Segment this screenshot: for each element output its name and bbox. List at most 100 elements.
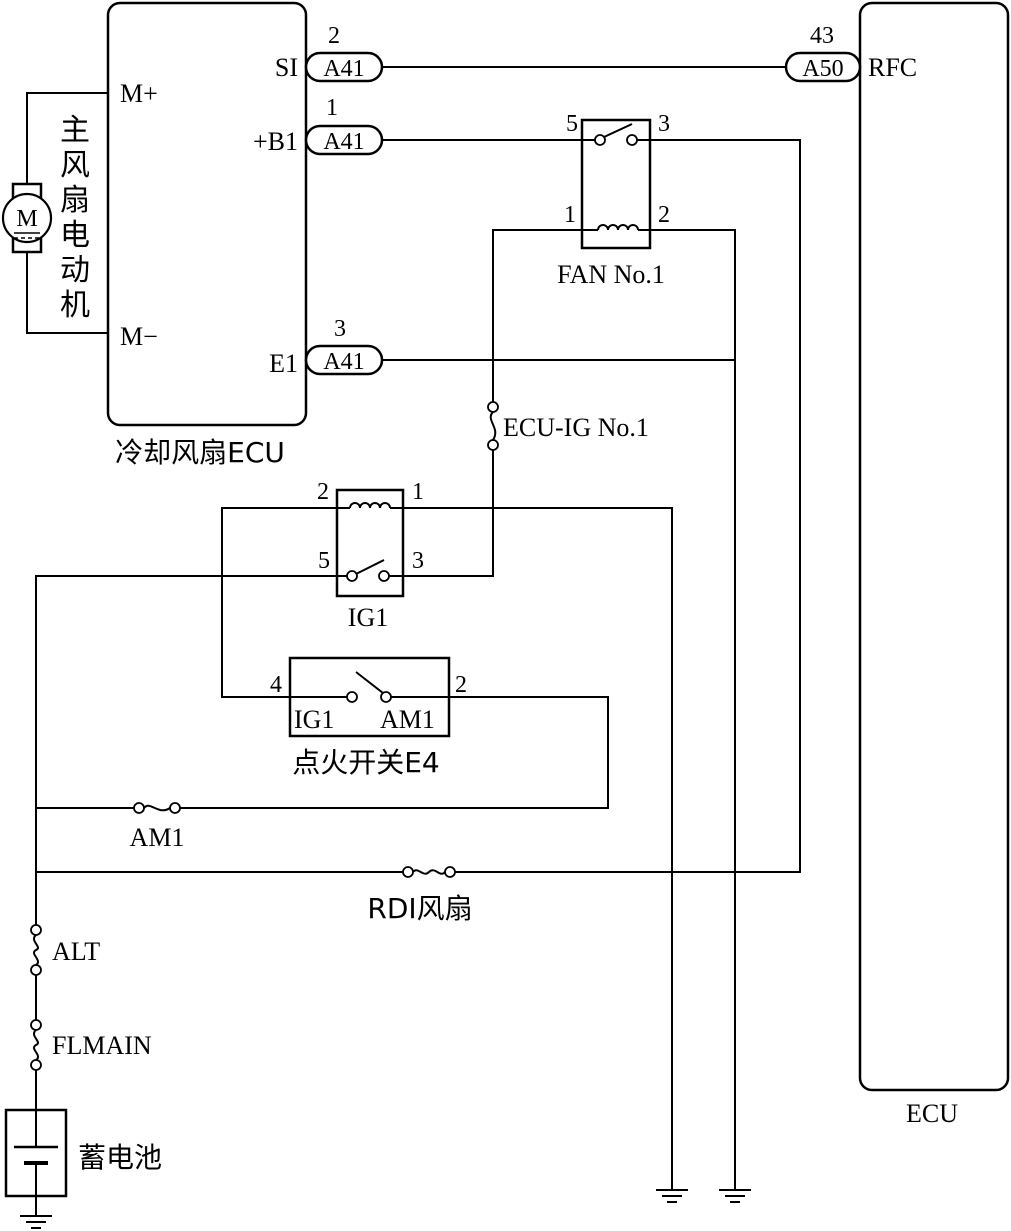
fan-motor-label: 主 风 扇 电 动 机	[60, 113, 100, 323]
relay-ig1-label: IG1	[348, 603, 388, 632]
fuse-ecu-ig-element	[489, 411, 497, 441]
fuse-ecu-ig-label: ECU-IG No.1	[503, 413, 649, 442]
wire-motor-m-minus	[26, 252, 108, 334]
relay-fan-contact-5	[594, 134, 606, 146]
connector-si-pin: 2	[328, 23, 340, 49]
relay-ig1-switch-arm	[355, 559, 385, 575]
fuse-flmain-end-bottom	[30, 1059, 42, 1071]
connector-rfc-code: A50	[802, 56, 843, 82]
wire-ig1coil-ground	[403, 507, 673, 1190]
wire-switch-am1	[180, 696, 609, 809]
connector-b1-shell	[304, 124, 384, 156]
ground-battery-icon	[20, 1215, 52, 1229]
fuse-ecu-ig-end-top	[487, 401, 499, 413]
fuse-alt-element	[33, 934, 39, 966]
fuse-am1-label: AM1	[130, 823, 185, 852]
connector-si-code: A41	[323, 56, 364, 82]
fuse-alt-end-top	[30, 924, 42, 936]
relay-fan-pin-5: 5	[566, 111, 578, 137]
connector-e1-shell	[304, 344, 384, 376]
relay-ig1-pin-5: 5	[318, 548, 330, 574]
fuse-flmain: FLMAIN	[30, 1019, 152, 1071]
fan-motor: M 主 风 扇 电 动 机	[1, 113, 100, 323]
wire-coil1-fuse	[492, 229, 582, 402]
fan-motor-label-line: 扇	[60, 183, 90, 218]
relay-ig1-pin-3: 3	[412, 548, 424, 574]
relay-fan-contact-3	[626, 134, 638, 146]
fuse-ecu-ig: ECU-IG No.1	[487, 401, 649, 451]
ignition-switch-arm	[355, 671, 384, 694]
cooling-fan-ecu: M+ M− SI +B1 E1 冷却风扇ECU	[106, 1, 308, 469]
wire-motor-m-plus	[26, 92, 108, 184]
wire-ig1coil-switch	[221, 507, 337, 698]
terminal-m-minus: M−	[120, 322, 158, 351]
fuse-ecu-ig-end-bottom	[487, 439, 499, 451]
connector-rfc-shell	[784, 51, 862, 83]
connector-si-shell	[304, 51, 384, 83]
connector-b1: A41 1	[304, 95, 384, 156]
fuse-rdi-end-right	[444, 866, 456, 878]
motor-symbol: M	[16, 206, 37, 232]
fuse-flmain-end-top	[30, 1019, 42, 1031]
fuse-flmain-label: FLMAIN	[52, 1031, 152, 1060]
terminal-m-plus: M+	[120, 79, 158, 108]
ignition-switch-terminal-am1: AM1	[380, 705, 435, 734]
relay-ig1-pin-2: 2	[317, 479, 329, 505]
relay-ig1-coil	[349, 502, 391, 509]
battery: 蓄电池	[4, 1108, 162, 1198]
fan-motor-label-line: 电	[60, 218, 90, 253]
connector-si: A41 2	[304, 23, 384, 83]
connector-b1-pin: 1	[326, 95, 338, 121]
fuse-am1-end-right	[169, 802, 181, 814]
fan-motor-label-line: 机	[60, 288, 90, 323]
relay-fan-coil	[597, 224, 639, 231]
fuse-rdi-label: RDI风扇	[367, 892, 472, 925]
wires	[26, 66, 801, 1216]
connector-rfc: A50 43	[784, 23, 862, 83]
fuse-rdi: RDI风扇	[367, 866, 473, 925]
fuse-alt-end-bottom	[30, 964, 42, 976]
ignition-switch-pin-4: 4	[270, 672, 282, 698]
fuse-am1-element	[143, 804, 171, 812]
fuse-alt: ALT	[30, 924, 100, 976]
wire-relay-rdi	[455, 139, 801, 873]
relay-fan-pin-3: 3	[658, 111, 670, 137]
fan-motor-label-line: 主	[60, 113, 90, 148]
fan-motor-label-line: 风	[60, 148, 90, 183]
motor-icon	[1, 192, 53, 244]
relay-fan-pin-2: 2	[658, 202, 670, 228]
fuse-am1-end-left	[133, 802, 145, 814]
fuse-am1: AM1	[130, 802, 185, 852]
fuse-rdi-end-left	[402, 866, 414, 878]
wire-coil2-ground	[650, 229, 736, 1190]
connector-e1-code: A41	[323, 349, 364, 375]
battery-label: 蓄电池	[78, 1141, 162, 1174]
cooling-fan-ecu-box	[106, 1, 308, 427]
main-ecu-box	[858, 1, 1010, 1092]
main-ecu: RFC ECU	[858, 1, 1010, 1128]
ignition-switch-label: 点火开关E4	[292, 746, 440, 779]
ignition-switch-terminal-ig1: IG1	[294, 705, 334, 734]
connector-rfc-pin: 43	[810, 23, 834, 49]
relay-ig1: 2 1 5 3 IG1	[317, 479, 424, 632]
connector-e1-pin: 3	[334, 316, 346, 342]
terminal-b1: +B1	[253, 127, 298, 156]
relay-ig1-contact-3	[378, 570, 390, 582]
relay-ig1-contact-5	[346, 570, 358, 582]
terminal-rfc: RFC	[868, 53, 917, 82]
connector-e1: A41 3	[304, 316, 384, 376]
cooling-fan-ecu-label: 冷却风扇ECU	[115, 436, 285, 469]
relay-fan-label: FAN No.1	[557, 260, 665, 289]
fuse-alt-label: ALT	[52, 937, 100, 966]
ground-ig1-coil-icon	[656, 1189, 688, 1203]
ignition-switch-pin-2: 2	[455, 672, 467, 698]
fan-motor-label-line: 动	[60, 253, 90, 288]
main-ecu-label: ECU	[906, 1099, 958, 1128]
wire-fuse-ig1relay	[397, 450, 494, 577]
ground-fan-coil-icon	[719, 1189, 751, 1203]
connector-b1-code: A41	[323, 129, 364, 155]
relay-fan-switch-arm	[603, 123, 633, 138]
terminal-si: SI	[275, 53, 298, 82]
fuse-flmain-element	[33, 1029, 39, 1061]
